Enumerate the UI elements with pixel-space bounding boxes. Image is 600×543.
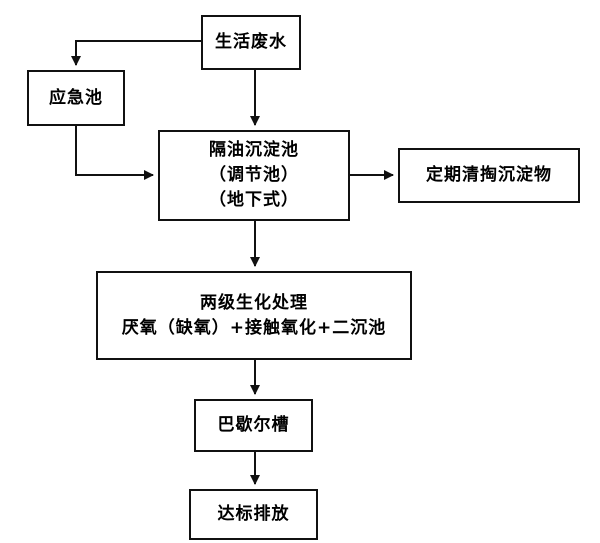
- node-emergency-pool-label: 应急池: [49, 87, 103, 108]
- node-compliant-discharge-label: 达标排放: [217, 504, 290, 524]
- node-oil-separation-sedimentation-tank: 隔油沉淀池 （调节池） （地下式）: [158, 130, 350, 221]
- node-sludge-removal: 定期清掏沉淀物: [398, 148, 580, 203]
- node-biological-line-2: 厌氧（缺氧）+接触氧化+二沉池: [121, 317, 387, 338]
- node-domestic-wastewater-label: 生活废水: [215, 32, 287, 52]
- node-sludge-removal-label: 定期清掏沉淀物: [426, 165, 552, 185]
- node-sedimentation-line-3: （地下式）: [209, 190, 299, 210]
- node-sedimentation-line-1: 隔油沉淀池: [209, 140, 299, 160]
- node-compliant-discharge: 达标排放: [189, 489, 318, 540]
- node-parshall-flume: 巴歇尔槽: [194, 399, 313, 452]
- node-domestic-wastewater: 生活废水: [201, 15, 301, 70]
- node-sedimentation-line-2: （调节池）: [209, 165, 299, 185]
- edge-source-to-emergency: [71, 40, 201, 66]
- node-two-stage-biological-treatment: 两级生化处理 厌氧（缺氧）+接触氧化+二沉池: [96, 271, 412, 360]
- node-biological-line-1: 两级生化处理: [200, 292, 308, 313]
- node-emergency-pool: 应急池: [27, 70, 125, 126]
- node-parshall-flume-label: 巴歇尔槽: [217, 415, 290, 435]
- edge-emergency-to-sedimentation: [75, 126, 154, 180]
